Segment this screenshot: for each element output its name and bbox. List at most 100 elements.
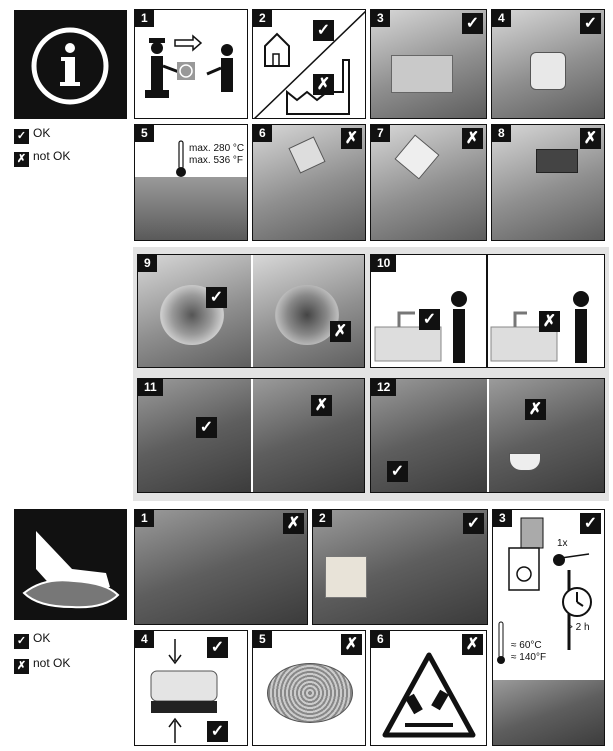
- faucet-use-illustration: [374, 291, 589, 363]
- cross-icon: ✗: [580, 128, 601, 149]
- dose-count: 1x: [557, 538, 568, 549]
- sink-soak-photo: [493, 680, 604, 745]
- cross-icon: ✗: [462, 128, 483, 149]
- step-3-panel: 3 ✓: [370, 9, 487, 119]
- cross-icon: ✗: [14, 152, 29, 167]
- check-icon: ✓: [196, 417, 217, 438]
- check-icon: ✓: [463, 513, 484, 534]
- soak-temp-c: ≈ 60°C: [511, 640, 542, 651]
- cross-icon: ✗: [525, 399, 546, 420]
- legend-notok-label: not OK: [33, 149, 71, 163]
- faucet-notok-photo: [253, 379, 364, 492]
- step-number: 9: [138, 255, 157, 272]
- legend-ok-top: ✓ OK: [14, 126, 50, 144]
- check-icon: ✓: [580, 513, 601, 534]
- info-box: [14, 10, 127, 119]
- step-number: 6: [253, 125, 272, 142]
- check-icon: ✓: [14, 129, 29, 144]
- care-step-2-panel: 2 ✓: [312, 509, 488, 625]
- cross-icon: ✗: [330, 321, 351, 342]
- soak-temp-f: ≈ 140°F: [511, 652, 547, 663]
- step-number: 4: [492, 10, 511, 27]
- faucet-swivel-notok-photo: [489, 379, 604, 492]
- drain-blocked: [253, 255, 364, 367]
- step-number: 10: [371, 255, 397, 272]
- cup: [509, 453, 541, 471]
- steel-wool: [267, 663, 353, 723]
- temp-limit-f: max. 536 °F: [189, 155, 244, 166]
- step-number: 1: [135, 510, 154, 527]
- step-number: 5: [135, 125, 154, 142]
- step-1-panel: 1: [134, 9, 248, 119]
- divider: [486, 255, 488, 367]
- step-number: 12: [371, 379, 397, 396]
- care-box: [14, 509, 127, 620]
- step-12-panel: 12 ✓ ✗: [370, 378, 605, 493]
- paint-bucket: [288, 136, 326, 174]
- legend-ok-label: OK: [33, 126, 51, 140]
- dishwasher-tab-icon: [497, 517, 592, 664]
- check-icon: ✓: [207, 637, 228, 658]
- step-5-panel: 5 max. 280 °C max. 536 °F: [134, 124, 248, 241]
- cross-icon: ✗: [341, 634, 362, 655]
- faucet-ok-photo: [138, 379, 251, 492]
- step-2-panel: 2 ✓ ✗: [252, 9, 366, 119]
- step-number: 8: [492, 125, 511, 142]
- step-number: 11: [138, 379, 163, 396]
- corrosive-warning-icon: [382, 652, 476, 738]
- cross-icon: ✗: [283, 513, 304, 534]
- legend-ok-bottom: ✓ OK: [14, 631, 50, 649]
- cross-icon: ✗: [539, 311, 560, 332]
- disposal-illustration: [253, 10, 365, 118]
- cutting-board: [391, 55, 453, 93]
- legend-notok-bottom: ✗ not OK: [14, 656, 70, 674]
- care-step-6-panel: 6 ✗: [370, 630, 487, 746]
- cross-icon: ✗: [311, 395, 332, 416]
- step-4-panel: 4 ✓: [491, 9, 605, 119]
- hot-pan: [536, 149, 578, 173]
- check-icon: ✓: [387, 461, 408, 482]
- step-number: 3: [371, 10, 390, 27]
- step-number: 7: [371, 125, 390, 142]
- info-icon: [31, 27, 109, 105]
- care-step-3-panel: 3 ✓ 1x > 2 h ≈ 60°C ≈ 140°F: [492, 509, 605, 746]
- care-step-1-panel: 1 ✗: [134, 509, 308, 625]
- step-10-panel: 10 ✓ ✗: [370, 254, 605, 368]
- check-icon: ✓: [580, 13, 601, 34]
- soak-duration: > 2 h: [567, 622, 590, 633]
- step-number: 3: [493, 510, 512, 527]
- step-8-panel: 8 ✗: [491, 124, 605, 241]
- thermometer-icon: [176, 140, 186, 177]
- cross-icon: ✗: [462, 634, 483, 655]
- pot: [530, 52, 566, 90]
- cross-icon: ✗: [14, 659, 29, 674]
- step-9-panel: 9 ✓ ✗: [137, 254, 365, 368]
- temp-limit-c: max. 280 °C: [189, 143, 245, 154]
- legend-ok-label: OK: [33, 631, 51, 645]
- check-icon: ✓: [419, 309, 440, 330]
- drain-clean: [138, 255, 251, 367]
- check-icon: ✓: [462, 13, 483, 34]
- legend-notok-top: ✗ not OK: [14, 149, 70, 167]
- care-step-4-panel: 4 ✓ ✓: [134, 630, 248, 746]
- step-11-panel: 11 ✓ ✗: [137, 378, 365, 493]
- step-7-panel: 7 ✗: [370, 124, 487, 241]
- cross-icon: ✗: [313, 74, 334, 95]
- step-number: 2: [253, 10, 272, 27]
- step-number: 2: [313, 510, 332, 527]
- step-number: 4: [135, 631, 154, 648]
- wiping-cloth-icon: [22, 531, 120, 609]
- check-icon: ✓: [14, 634, 29, 649]
- step-number: 1: [135, 10, 154, 27]
- chemical-bottle: [394, 134, 440, 180]
- sponge-icon: [150, 639, 218, 743]
- cloth: [325, 556, 367, 598]
- legend-notok-label: not OK: [33, 656, 71, 670]
- step-number: 6: [371, 631, 390, 648]
- step-6-panel: 6 ✗: [252, 124, 366, 241]
- cross-icon: ✗: [341, 128, 362, 149]
- handover-illustration: [145, 34, 233, 98]
- check-icon: ✓: [207, 721, 228, 742]
- step-number: 5: [253, 631, 272, 648]
- care-step-5-panel: 5 ✗: [252, 630, 366, 746]
